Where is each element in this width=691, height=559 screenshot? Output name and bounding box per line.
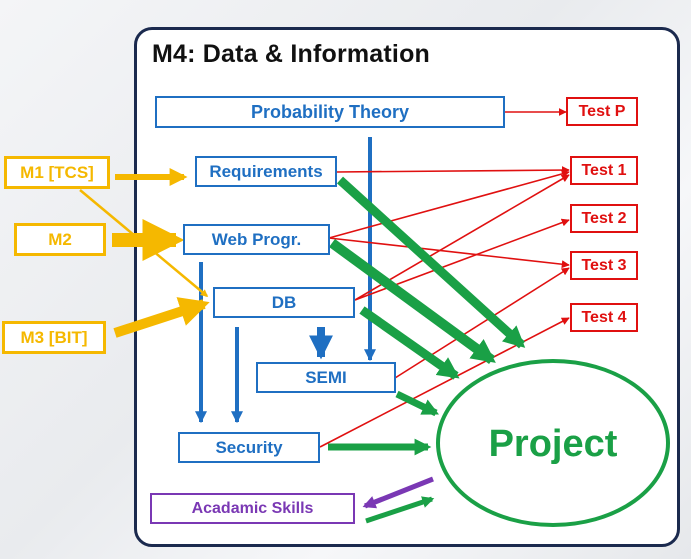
project-node-ellipse [436, 359, 670, 527]
arrow-db-to-test1 [354, 174, 570, 301]
node-test-p: Test P [566, 97, 638, 126]
arrow-skills-to-project [365, 496, 435, 524]
node-web-programming-label: Web Progr. [211, 229, 302, 249]
node-semi: SEMI [256, 362, 396, 393]
arrow-security-to-test4 [319, 317, 570, 448]
arrow-semi-to-test3 [394, 267, 570, 379]
node-probability-theory-label: Probability Theory [250, 101, 410, 122]
node-test-4: Test 4 [570, 303, 638, 332]
arrow-m3-to-db [113, 297, 210, 338]
node-test-2: Test 2 [570, 204, 638, 233]
module-m1-label: M1 [TCS] [20, 162, 94, 182]
arrow-requirements-to-project [336, 176, 526, 349]
diagram-title: M4: Data & Information [152, 40, 431, 68]
module-m2-label: M2 [48, 229, 72, 249]
node-academic-skills-label: Acadamic Skills [191, 499, 314, 517]
arrow-webprogr-to-test3 [328, 237, 570, 269]
arrow-webprogr-to-test1 [328, 170, 570, 239]
node-test-3: Test 3 [570, 251, 638, 280]
node-db-label: DB [271, 292, 297, 312]
module-m3: M3 [BIT] [2, 321, 106, 354]
node-test-1-label: Test 1 [581, 161, 627, 179]
node-probability-theory: Probability Theory [155, 96, 505, 128]
arrow-requirements-to-test1 [335, 166, 570, 175]
node-test-1: Test 1 [570, 156, 638, 185]
arrow-db-to-project [359, 306, 460, 380]
node-project-label: Project [488, 422, 618, 465]
node-semi-label: SEMI [305, 367, 347, 387]
node-test-4-label: Test 4 [581, 308, 627, 326]
node-test-2-label: Test 2 [581, 209, 627, 227]
module-m3-label: M3 [BIT] [20, 327, 88, 347]
node-test-3-label: Test 3 [581, 256, 627, 274]
node-security-label: Security [215, 437, 283, 457]
node-security: Security [178, 432, 320, 463]
arrow-webprogr-to-project [329, 238, 496, 365]
node-requirements-label: Requirements [209, 161, 323, 181]
module-m1: M1 [TCS] [4, 156, 110, 189]
node-db: DB [213, 287, 355, 318]
arrow-semi-to-project [395, 390, 440, 417]
node-academic-skills: Acadamic Skills [150, 493, 355, 524]
node-requirements: Requirements [195, 156, 337, 187]
arrow-project-to-skills [362, 476, 434, 509]
node-test-p-label: Test P [578, 102, 626, 120]
node-web-programming: Web Progr. [183, 224, 330, 255]
module-m2: M2 [14, 223, 106, 256]
